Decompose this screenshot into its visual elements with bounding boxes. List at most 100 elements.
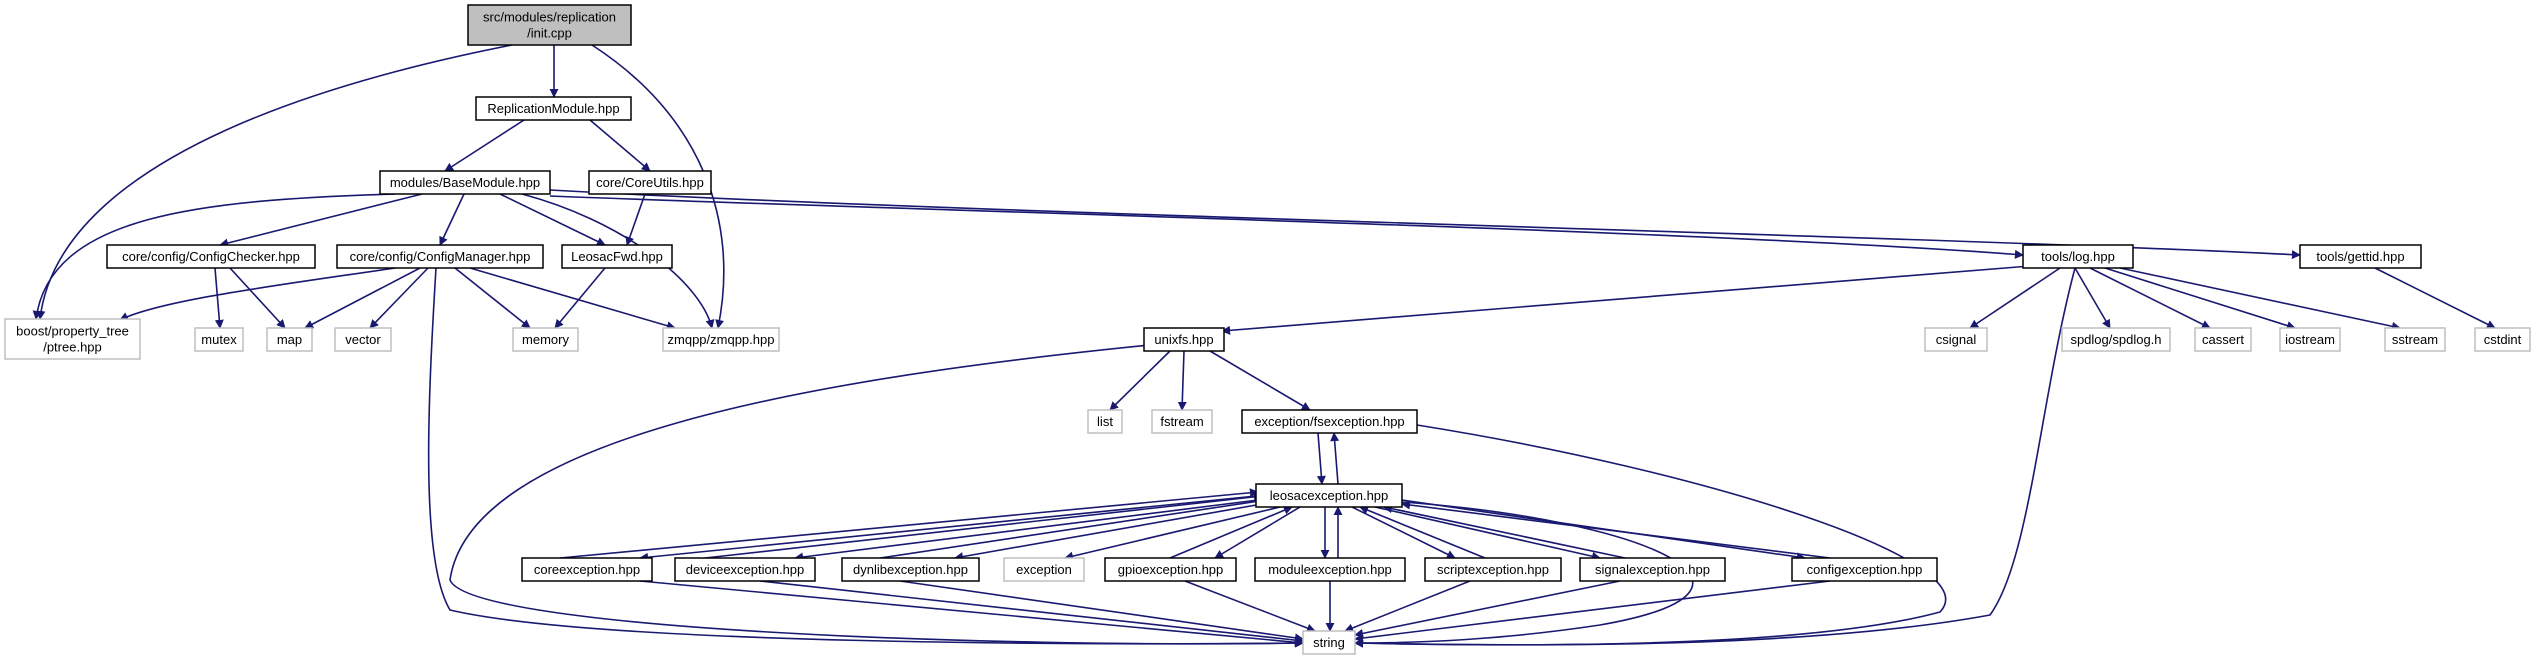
node-leosacexception[interactable]: leosacexception.hpp <box>1255 483 1403 508</box>
edge-leosacexception-to-fsexception <box>1330 432 1340 485</box>
node-replication[interactable]: ReplicationModule.hpp <box>475 96 632 121</box>
edge-leosacexception-to-gpioexception <box>1214 506 1301 559</box>
edge-replication-to-coreutils <box>589 119 651 172</box>
node-map: map <box>266 327 313 352</box>
node-box-replication <box>475 96 632 121</box>
node-box-fstream <box>1151 409 1213 434</box>
edge-log-to-iostream <box>2104 267 2296 330</box>
edge-configmanager-to-map <box>304 267 421 329</box>
node-configchecker[interactable]: core/config/ConfigChecker.hpp <box>106 244 316 269</box>
edge-gpioexception-to-leosacexception <box>1169 505 1293 559</box>
edge-signalexception-to-leosacexception <box>1383 504 1626 559</box>
node-coreutils[interactable]: core/CoreUtils.hpp <box>588 170 712 195</box>
node-dynlibexception[interactable]: dynlibexception.hpp <box>841 557 980 582</box>
edge-leosacexception-to-scriptexception <box>1351 506 1456 559</box>
edge-basemodule-to-ptree <box>32 193 396 320</box>
node-configmanager[interactable]: core/config/ConfigManager.hpp <box>336 244 544 269</box>
node-moduleexception[interactable]: moduleexception.hpp <box>1254 557 1406 582</box>
node-box-configchecker <box>106 244 316 269</box>
edge-unixfs-to-fstream <box>1177 350 1187 411</box>
edge-basemodule-to-leosacfwd <box>499 193 606 246</box>
node-box-moduleexception <box>1254 557 1406 582</box>
node-box-scriptexception <box>1424 557 1562 582</box>
node-label-dynlibexception: dynlibexception.hpp <box>853 562 968 577</box>
node-label-coreexception: coreexception.hpp <box>534 562 640 577</box>
node-coreexception[interactable]: coreexception.hpp <box>521 557 653 582</box>
edge-configchecker-to-map <box>229 267 286 329</box>
edge-leosacfwd-to-memory <box>554 267 606 329</box>
node-box-list <box>1087 409 1123 434</box>
node-box-exception <box>1003 557 1085 582</box>
edge-leosacexception-to-exception <box>1064 506 1281 561</box>
node-box-unixfs <box>1143 327 1225 352</box>
node-gettid[interactable]: tools/gettid.hpp <box>2299 244 2422 269</box>
node-label-gettid: tools/gettid.hpp <box>2316 249 2404 264</box>
edge-configchecker-to-mutex <box>214 267 224 329</box>
node-configexception[interactable]: configexception.hpp <box>1791 557 1938 582</box>
node-label-coreutils: core/CoreUtils.hpp <box>596 175 704 190</box>
node-label-leosacfwd: LeosacFwd.hpp <box>571 249 663 264</box>
node-label-init: src/modules/replication <box>483 10 616 25</box>
node-box-configmanager <box>336 244 544 269</box>
node-box-coreutils <box>588 170 712 195</box>
edge-leosacexception-to-coreexception <box>639 495 1257 562</box>
node-label-spdlog: spdlog/spdlog.h <box>2070 332 2161 347</box>
edge-leosacexception-to-signalexception <box>1374 506 1601 561</box>
edge-configmanager-to-memory <box>454 267 531 329</box>
node-label-gpioexception: gpioexception.hpp <box>1118 562 1224 577</box>
node-deviceexception[interactable]: deviceexception.hpp <box>674 557 816 582</box>
node-vector: vector <box>334 327 392 352</box>
node-fsexception[interactable]: exception/fsexception.hpp <box>1241 409 1418 434</box>
node-leosacfwd[interactable]: LeosacFwd.hpp <box>561 244 673 269</box>
edge-configexception-to-leosacexception <box>1401 500 1831 559</box>
file-nodes: src/modules/replication/init.cppReplicat… <box>4 4 2531 655</box>
edge-gettid-to-cstdint <box>2374 267 2496 329</box>
node-csignal: csignal <box>1924 327 1988 352</box>
node-box-leosacexception <box>1255 483 1403 508</box>
node-box-cstdint <box>2474 327 2531 352</box>
edge-log-to-cassert <box>2089 267 2211 329</box>
node-label-scriptexception: scriptexception.hpp <box>1437 562 1549 577</box>
node-memory: memory <box>512 327 579 352</box>
edge-unixfs-to-string <box>449 344 1304 648</box>
edge-scriptexception-to-string <box>1344 580 1471 633</box>
edge-fsexception-to-leosacexception <box>1316 432 1326 485</box>
node-string: string <box>1302 630 1356 655</box>
node-box-configexception <box>1791 557 1938 582</box>
edge-basemodule-to-log <box>549 195 2024 259</box>
node-basemodule[interactable]: modules/BaseModule.hpp <box>379 170 551 195</box>
edge-log-to-sstream <box>2119 267 2401 331</box>
node-spdlog: spdlog/spdlog.h <box>2061 327 2171 352</box>
edge-deviceexception-to-leosacexception <box>704 492 1263 559</box>
edge-configmanager-to-vector <box>369 267 429 329</box>
node-log[interactable]: tools/log.hpp <box>2022 244 2134 269</box>
edge-init-to-ptree <box>36 44 513 320</box>
edge-fsexception-to-string <box>1354 424 1947 648</box>
node-label-log: tools/log.hpp <box>2041 249 2115 264</box>
node-box-basemodule <box>379 170 551 195</box>
edge-configmanager-to-zmqpp <box>469 267 676 331</box>
node-unixfs[interactable]: unixfs.hpp <box>1143 327 1225 352</box>
edge-gpioexception-to-string <box>1184 580 1316 633</box>
node-label-unixfs: unixfs.hpp <box>1154 332 1213 347</box>
node-signalexception[interactable]: signalexception.hpp <box>1579 557 1726 582</box>
edge-log-to-unixfs <box>1221 265 2031 335</box>
node-box-map <box>266 327 313 352</box>
node-init[interactable]: src/modules/replication/init.cpp <box>467 4 632 46</box>
node-label-csignal: csignal <box>1936 332 1977 347</box>
node-label-ptree: boost/property_tree <box>16 324 129 339</box>
edge-coreexception-to-string <box>639 580 1304 647</box>
node-list: list <box>1087 409 1123 434</box>
node-box-gpioexception <box>1104 557 1237 582</box>
node-label-exception: exception <box>1016 562 1072 577</box>
node-box-deviceexception <box>674 557 816 582</box>
node-gpioexception[interactable]: gpioexception.hpp <box>1104 557 1237 582</box>
node-box-fsexception <box>1241 409 1418 434</box>
node-cassert: cassert <box>2194 327 2252 352</box>
edge-configmanager-to-string <box>427 267 1304 648</box>
node-box-coreexception <box>521 557 653 582</box>
node-box-log <box>2022 244 2134 269</box>
node-scriptexception[interactable]: scriptexception.hpp <box>1424 557 1562 582</box>
node-cstdint: cstdint <box>2474 327 2531 352</box>
